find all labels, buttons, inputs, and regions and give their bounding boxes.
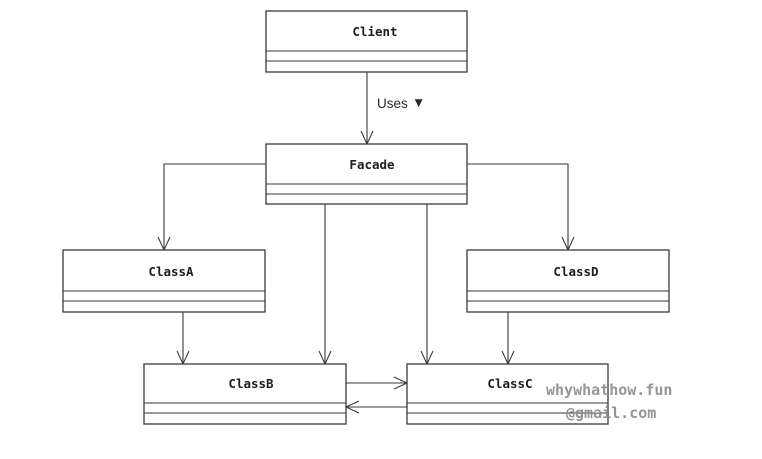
class-classc: ClassC (406, 363, 609, 425)
class-client: Client (265, 10, 468, 73)
class-facade: Facade (265, 143, 468, 205)
class-classd-name: ClassD (553, 264, 598, 279)
association-label: Uses (377, 96, 408, 111)
class-classa: ClassA (62, 249, 266, 313)
class-classa-name: ClassA (148, 264, 194, 279)
edge-facade-classd (467, 163, 569, 250)
class-client-name: Client (352, 24, 397, 39)
class-classd: ClassD (466, 249, 670, 313)
class-classc-name: ClassC (487, 376, 532, 391)
class-classb: ClassB (143, 363, 347, 425)
watermark-line2: @gmail.com (566, 404, 656, 422)
watermark-line1: whywhathow.fun (546, 381, 672, 399)
class-facade-name: Facade (349, 157, 395, 172)
edge-facade-classa (163, 163, 266, 250)
association-direction-icon: ▼ (412, 95, 425, 110)
class-classb-name: ClassB (228, 376, 274, 391)
